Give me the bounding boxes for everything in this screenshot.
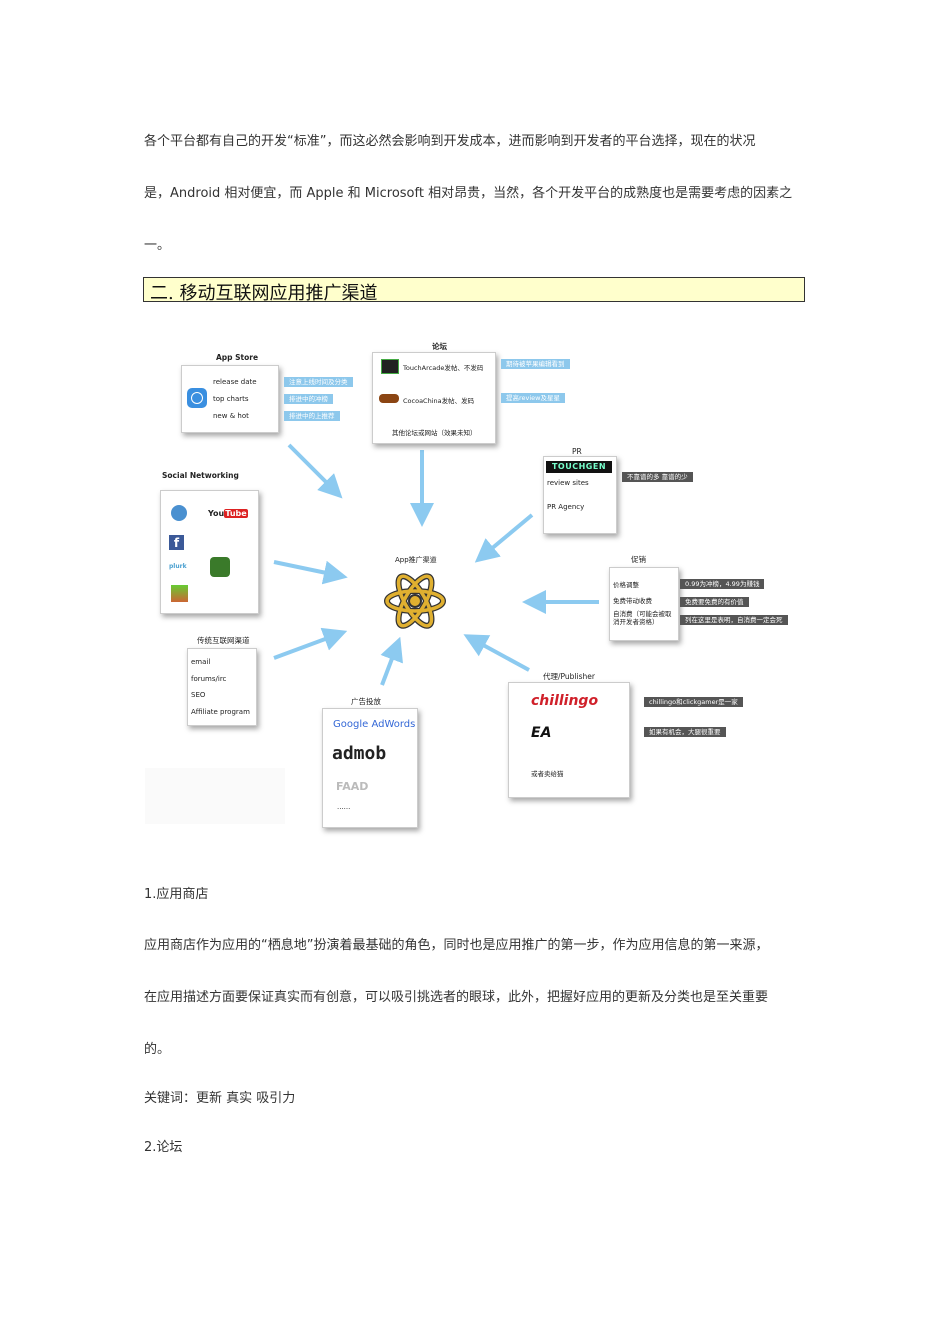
keywords: 关键词：更新 真实 吸引力 (144, 1091, 296, 1106)
promo-tag: 0.99为冲榜，4.99为赚钱 (680, 579, 765, 589)
vine-icon (210, 557, 230, 577)
ea-logo: EA (531, 725, 552, 741)
plurk-icon: plurk (169, 563, 187, 570)
diagram-arrows (273, 443, 599, 686)
forum-tag: 期待被苹果编辑看到 (501, 359, 570, 369)
heading-forum: 2.论坛 (144, 1140, 183, 1155)
forum-item: 其他论坛或网站（效果未知） (392, 429, 477, 437)
image-placeholder (145, 768, 285, 824)
traditional-title: 传统互联网渠道 (197, 636, 250, 645)
publisher-tag: 如果有机会，大腿很重要 (644, 727, 726, 737)
promo-card: 价格调整 免费带动收费 自消费（可能会被取消开发者资格） (609, 567, 679, 641)
faad-logo: FAAD (336, 780, 369, 793)
traditional-card: email forums/irc SEO Affiliate program (187, 648, 257, 726)
body-line: 在应用描述方面要保证真实而有创意，可以吸引挑选者的眼球，此外，把握好应用的更新及… (144, 990, 769, 1005)
forum-tag: 提高review及星星 (501, 393, 565, 403)
toucharcade-icon (381, 359, 399, 374)
ads-card: Google AdWords admob FAAD ...... (322, 708, 418, 828)
promo-item: 价格调整 (613, 581, 639, 589)
ads-more: ...... (337, 803, 351, 811)
appstore-icon (187, 388, 207, 408)
forum-card: TouchArcade发帖、不发码 CocoaChina发帖、发码 其他论坛或网… (372, 352, 496, 444)
intro-line-2: 是，Android 相对便宜，而 Apple 和 Microsoft 相对昂贵，… (144, 186, 793, 201)
pr-item: review sites (547, 479, 589, 487)
ads-title: 广告投放 (351, 697, 381, 706)
arrow-pr (474, 513, 534, 563)
google-adwords-logo: Google AdWords (333, 719, 416, 730)
appstore-card: release date top charts new & hot (181, 365, 279, 433)
pr-card: TOUCHGEN review sites PR Agency (543, 456, 617, 534)
cocoachina-icon (379, 394, 399, 403)
arrow-appstore (287, 443, 343, 499)
arrow-social (273, 560, 348, 585)
appstore-item: release date (213, 378, 257, 386)
intro-line-3: 一。 (144, 238, 171, 253)
pr-tag: 不靠谱的多 靠谱的少 (622, 472, 693, 482)
heading-app-store: 1.应用商店 (144, 887, 209, 902)
center-label: App推广渠道 (395, 556, 437, 564)
appstore-item: top charts (213, 395, 249, 403)
body-line: 的。 (144, 1042, 171, 1057)
arrow-publisher (463, 634, 530, 672)
facebook-icon: f (169, 535, 184, 550)
traditional-item: forums/irc (191, 675, 227, 683)
forum-title: 论坛 (432, 342, 447, 351)
game-icon (171, 585, 188, 602)
arrow-traditional (273, 627, 348, 660)
body-line: 应用商店作为应用的“栖息地”扮演着最基础的角色，同时也是应用推广的第一步，作为应… (144, 938, 769, 953)
appstore-item: new & hot (213, 412, 249, 420)
traditional-item: email (191, 658, 211, 666)
publisher-tag: chillingo和clickgamer是一家 (644, 697, 743, 707)
youtube-icon: YouTube (208, 509, 248, 518)
admob-logo: admob (332, 743, 387, 764)
publisher-note: 或者卖给猫 (531, 770, 564, 778)
atom-icon (384, 573, 446, 629)
traditional-item: SEO (191, 691, 206, 699)
pr-item: PR Agency (547, 503, 585, 511)
publisher-title: 代理/Publisher (543, 672, 595, 681)
promo-tag: 列在这里是表明，自消费一定会死 (680, 615, 788, 625)
appstore-title: App Store (216, 353, 259, 362)
social-title: Social Networking (162, 471, 239, 480)
publisher-card: chillingo EA 或者卖给猫 (508, 682, 630, 798)
traditional-item: Affiliate program (191, 708, 250, 716)
appstore-tag: 排进中的冲榜 (284, 394, 333, 404)
section-title: 二. 移动互联网应用推广渠道 (150, 283, 378, 304)
twitter-bird-icon (171, 505, 187, 521)
touchgen-logo: TOUCHGEN (546, 461, 612, 473)
social-card: YouTube f plurk (160, 490, 259, 614)
intro-line-1: 各个平台都有自己的开发“标准”，而这必然会影响到开发成本，进而影响到开发者的平台… (144, 134, 756, 149)
promo-tag: 免费要免费的有价值 (680, 597, 749, 607)
forum-item: TouchArcade发帖、不发码 (403, 364, 484, 372)
promo-item: 免费带动收费 (613, 597, 652, 605)
promo-item: 自消费（可能会被取消开发者资格） (613, 610, 672, 626)
forum-item: CocoaChina发帖、发码 (403, 397, 475, 405)
appstore-tag: 注意上线时间及分类 (284, 377, 353, 387)
section-heading: 二. 移动互联网应用推广渠道 (143, 277, 805, 304)
pr-title: PR (572, 447, 582, 456)
chillingo-logo: chillingo (531, 693, 599, 709)
appstore-tag: 排进中的上推荐 (284, 411, 340, 421)
promo-title: 促销 (631, 555, 646, 564)
arrow-ads (380, 636, 403, 686)
